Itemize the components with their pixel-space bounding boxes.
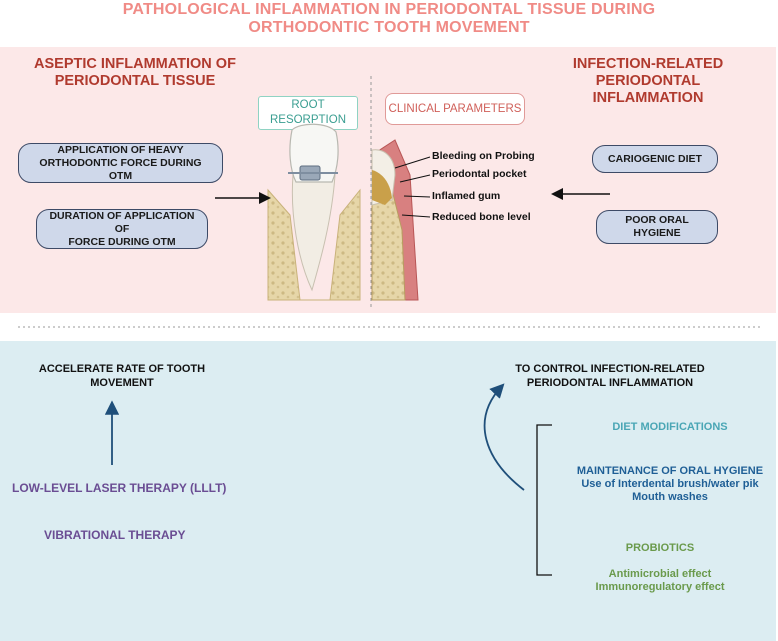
aseptic-heading-line1: ASEPTIC INFLAMMATION OF: [34, 56, 236, 72]
accelerate-line2: MOVEMENT: [90, 377, 154, 389]
tooth-root-left: [291, 174, 336, 292]
probiotics-title: PROBIOTICS: [625, 542, 695, 554]
gum-connector: [403, 195, 431, 198]
control-heading: TO CONTROL INFECTION-RELATED PERIODONTAL…: [500, 362, 720, 390]
heavy-force-pill: APPLICATION OF HEAVY ORTHODONTIC FORCE D…: [18, 143, 223, 183]
bleeding-connector: [394, 156, 431, 169]
root-resorption-line1: ROOT: [291, 99, 325, 111]
root-resorption-box: ROOT RESORPTION: [258, 96, 358, 130]
immunoregulatory-effect-item: Immunoregulatory effect: [595, 581, 725, 593]
infection-heading: INFECTION-RELATED PERIODONTAL INFLAMMATI…: [520, 56, 776, 107]
accelerate-heading: ACCELERATE RATE OF TOOTH MOVEMENT: [22, 362, 222, 390]
control-curved-arrow: [483, 383, 525, 491]
probiotics-effects: Antimicrobial effect Immunoregulatory ef…: [560, 568, 760, 594]
reduced-bone-level-label: Reduced bone level: [432, 211, 531, 223]
poor-oral-hygiene-pill: POOR ORAL HYGIENE: [596, 210, 718, 244]
root-resorption-line2: RESORPTION: [269, 114, 347, 126]
lllt-label: LOW-LEVEL LASER THERAPY (LLLT): [12, 481, 227, 495]
vibrational-therapy-label: VIBRATIONAL THERAPY: [44, 528, 186, 542]
tooth-bracket-illustration: [267, 123, 361, 301]
oral-hygiene-block: MAINTENANCE OF ORAL HYGIENE Use of Inter…: [555, 465, 778, 504]
oral-hygiene-title: MAINTENANCE OF ORAL HYGIENE: [576, 465, 764, 477]
cariogenic-diet-pill: CARIOGENIC DIET: [592, 145, 718, 173]
periodontal-illustration: [371, 139, 419, 301]
heavy-force-line1: APPLICATION OF HEAVY: [57, 143, 184, 156]
antimicrobial-effect-item: Antimicrobial effect: [608, 568, 712, 580]
periodontal-pocket-label: Periodontal pocket: [432, 168, 527, 180]
aseptic-heading-line2: PERIODONTAL TISSUE: [54, 73, 216, 89]
aseptic-heading: ASEPTIC INFLAMMATION OF PERIODONTAL TISS…: [10, 56, 260, 90]
force-duration-line1: DURATION OF APPLICATION OF: [49, 209, 195, 235]
diagram-title-line2: ORTHODONTIC TOOTH MOVEMENT: [248, 19, 530, 36]
force-duration-line2: FORCE DURING OTM: [68, 235, 176, 248]
diagram-title-line1: PATHOLOGICAL INFLAMMATION IN PERIODONTAL…: [122, 1, 656, 18]
inflamed-gum-label: Inflamed gum: [432, 190, 501, 202]
heavy-force-line2: ORTHODONTIC FORCE DURING OTM: [39, 156, 202, 182]
infection-heading-line2: INFLAMMATION: [592, 90, 704, 106]
diet-modifications-label: DIET MODIFICATIONS: [612, 421, 728, 433]
clinical-parameters-box: CLINICAL PARAMETERS: [385, 93, 525, 125]
bone-connector: [401, 214, 431, 218]
calculus-deposit: [372, 170, 392, 205]
interdental-brush-item: Use of Interdental brush/water pik: [581, 478, 759, 490]
control-line1: TO CONTROL INFECTION-RELATED: [515, 363, 705, 375]
infection-heading-line1: INFECTION-RELATED PERIODONTAL: [572, 56, 724, 89]
force-duration-pill: DURATION OF APPLICATION OF FORCE DURING …: [36, 209, 208, 249]
control-line2: PERIODONTAL INFLAMMATION: [526, 377, 694, 389]
accelerate-line1: ACCELERATE RATE OF TOOTH: [38, 363, 206, 375]
strategy-bracket: [536, 424, 552, 576]
alveolar-bone-left: [267, 188, 361, 301]
pocket-connector: [399, 174, 431, 183]
bleeding-on-probing-label: Bleeding on Probing: [432, 150, 535, 162]
mouth-washes-item: Mouth washes: [632, 491, 708, 503]
